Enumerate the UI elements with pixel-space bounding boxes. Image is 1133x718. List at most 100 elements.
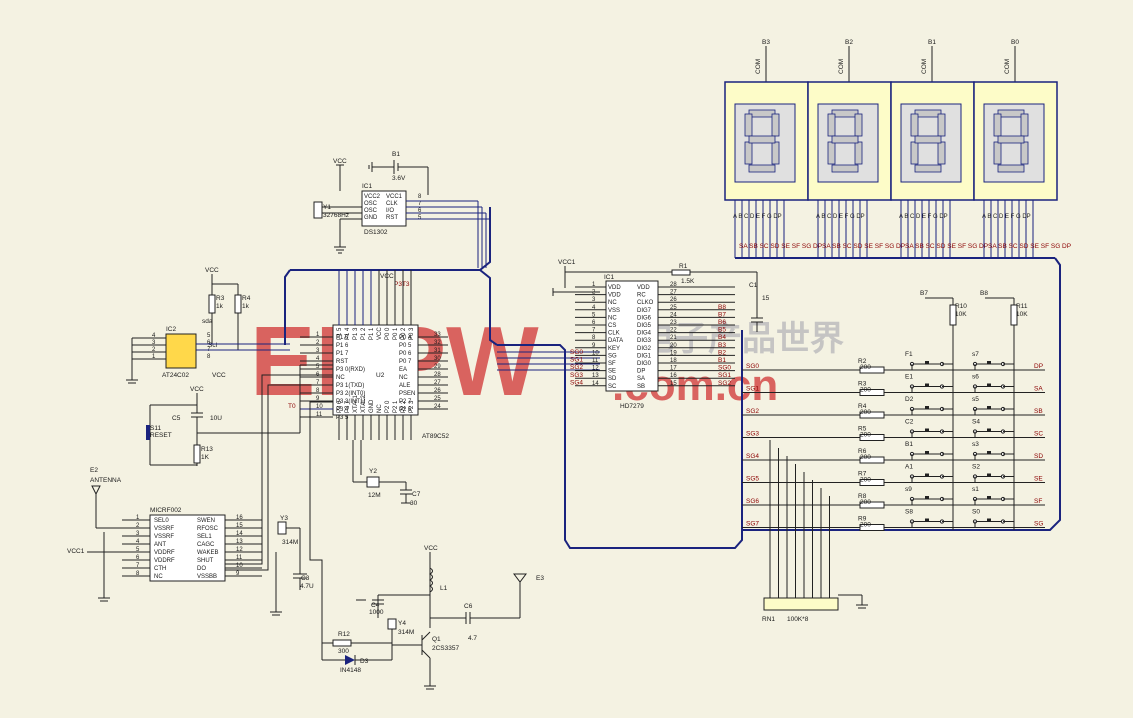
mcu-pin-label: P3 0(RXD) bbox=[336, 367, 365, 373]
hd-pin-label: SG bbox=[608, 353, 617, 359]
c4-value: 1000 bbox=[369, 609, 384, 616]
hd-pin-label: SD bbox=[608, 376, 617, 382]
keypad-res-value: 200 bbox=[860, 477, 871, 484]
mcu-pin-num: 26 bbox=[434, 388, 441, 394]
hd-net-label: B5 bbox=[718, 327, 726, 334]
ds1302-pin-num: 5 bbox=[418, 215, 422, 221]
mcu-ref: U2 bbox=[376, 372, 385, 379]
hd-pin-num: 16 bbox=[670, 373, 677, 379]
mcu-pin-num: 2 bbox=[316, 340, 320, 346]
micrf002-receiver: E2 ANTENNA MICRF002 SEL01VSSRF2VSSRF3ANT… bbox=[67, 374, 333, 616]
c5-value: 10U bbox=[210, 415, 222, 422]
key-left-ref: E1 bbox=[905, 374, 913, 381]
hd-pin-num: 19 bbox=[670, 350, 677, 356]
segment bbox=[744, 113, 753, 137]
keypad-res-value: 200 bbox=[860, 364, 871, 371]
ds1302-pin-label: OSC bbox=[364, 208, 378, 214]
hd-pin-num: 4 bbox=[592, 305, 596, 311]
keypad-row-net: SG2 bbox=[746, 408, 759, 415]
key-right-ref: s1 bbox=[972, 486, 979, 493]
keypad-out-net: DP bbox=[1034, 363, 1043, 370]
hd-pin-num: 11 bbox=[592, 358, 599, 364]
mcu-pin-label: P3 6 bbox=[337, 400, 343, 413]
mcu-pin-num: 3 bbox=[316, 348, 320, 354]
hd-net-label: SG2 bbox=[570, 364, 583, 371]
hd-net-label: SG0 bbox=[570, 349, 583, 356]
mcu-crystal: Y2 12M C7 30 bbox=[352, 440, 421, 507]
keypad-out-net: SA bbox=[1034, 386, 1043, 393]
hd-net-label: B8 bbox=[718, 304, 726, 311]
eeprom-vcc: VCC bbox=[205, 267, 219, 274]
key-right-ref: s5 bbox=[972, 396, 979, 403]
eeprom-pin-num: 8 bbox=[207, 354, 211, 360]
battery-value: 3.6V bbox=[392, 175, 406, 182]
hd-pin-label: DP bbox=[637, 369, 645, 375]
r3-ref: R3 bbox=[216, 295, 225, 302]
mcu-pin-label: P3 3(INT1) bbox=[336, 399, 365, 405]
crystal-y2-ref: Y2 bbox=[369, 468, 377, 475]
b8-label: B8 bbox=[980, 290, 988, 297]
seg-net-labels: SA SB SC SD SE SF SG DP bbox=[988, 243, 1071, 250]
r1-value: 1.5K bbox=[681, 278, 695, 285]
hd-pin-label: DIG6 bbox=[637, 315, 652, 321]
keypad-out-net: SG bbox=[1034, 521, 1043, 528]
mcu-pin-label: NC bbox=[399, 375, 408, 381]
hd-pin-label: SA bbox=[637, 376, 645, 382]
reset-vcc: VCC bbox=[190, 386, 204, 393]
rf-antenna-label: ANTENNA bbox=[90, 477, 122, 484]
c5-ref: C5 bbox=[172, 415, 181, 422]
mcu-pin-label: P0 0 bbox=[385, 327, 391, 340]
rf-pin-num: 14 bbox=[236, 531, 243, 537]
reset-switch-value: RESET bbox=[150, 432, 172, 439]
mcu-pin-label: RST bbox=[336, 359, 348, 365]
segment bbox=[744, 141, 753, 165]
hd-pin-label: KEY bbox=[608, 346, 620, 352]
eeprom-pin-num: 4 bbox=[152, 333, 156, 339]
ds1302-rtc: VCC B1 3.6V IC1 VCC2OSCOSCGNDVCC1CLKI/OR… bbox=[313, 151, 490, 254]
key-right-ref: S2 bbox=[972, 464, 980, 471]
segment bbox=[1020, 113, 1029, 137]
rf-pin-label: SEL0 bbox=[154, 518, 169, 524]
keypad-out-net: SE bbox=[1034, 476, 1043, 483]
eeprom-pin-num: 3 bbox=[152, 340, 156, 346]
mcu-pin-num: 7 bbox=[316, 380, 320, 386]
ds1302-pin-label: CLK bbox=[386, 201, 398, 207]
hd-pin-num: 1 bbox=[592, 282, 596, 288]
segment bbox=[748, 164, 776, 173]
mcu-pin-label: P0 3 bbox=[409, 327, 415, 340]
keypad-res-ref: R3 bbox=[858, 381, 867, 388]
mcu-pin-num: 8 bbox=[316, 388, 320, 394]
segment bbox=[914, 164, 942, 173]
hd-pin-num: 23 bbox=[670, 320, 677, 326]
hd-part: HD7279 bbox=[620, 403, 644, 410]
rn1-resistor-network bbox=[763, 597, 839, 611]
mcu-pin-label: P0 1 bbox=[393, 327, 399, 340]
mcu-part: AT89C52 bbox=[422, 433, 449, 440]
digit-label: B1 bbox=[928, 39, 936, 46]
scl-label: Scl bbox=[208, 342, 218, 349]
r3-value: 1k bbox=[216, 303, 224, 310]
hd-pin-label: CS bbox=[608, 323, 616, 329]
rf-pin-label: DO bbox=[197, 566, 206, 572]
c6-value: 4.7 bbox=[468, 635, 477, 642]
rf-pin-num: 4 bbox=[136, 539, 140, 545]
crystal-y2 bbox=[366, 476, 380, 488]
d3-ref: D3 bbox=[360, 658, 369, 665]
segment bbox=[937, 113, 946, 137]
r11-value: 10K bbox=[1016, 311, 1028, 318]
mcu-pin-num: 1 bbox=[316, 332, 320, 338]
segment bbox=[854, 113, 863, 137]
hd7279-driver: VCC1 R1 1.5K C1 15 IC1 VDD1VDD2NC3VSS4NC… bbox=[552, 259, 770, 410]
segment bbox=[771, 141, 780, 165]
seg-net-labels: SA SB SC SD SE SF SG DP bbox=[739, 243, 822, 250]
hd-net-label: B3 bbox=[718, 342, 726, 349]
c6-ref: C6 bbox=[464, 603, 473, 610]
hd-pin-label: DIG0 bbox=[637, 361, 652, 367]
hd-pin-label: DIG5 bbox=[637, 323, 652, 329]
q1-value: 2CS3357 bbox=[432, 645, 459, 652]
eeprom-chip bbox=[165, 333, 197, 369]
